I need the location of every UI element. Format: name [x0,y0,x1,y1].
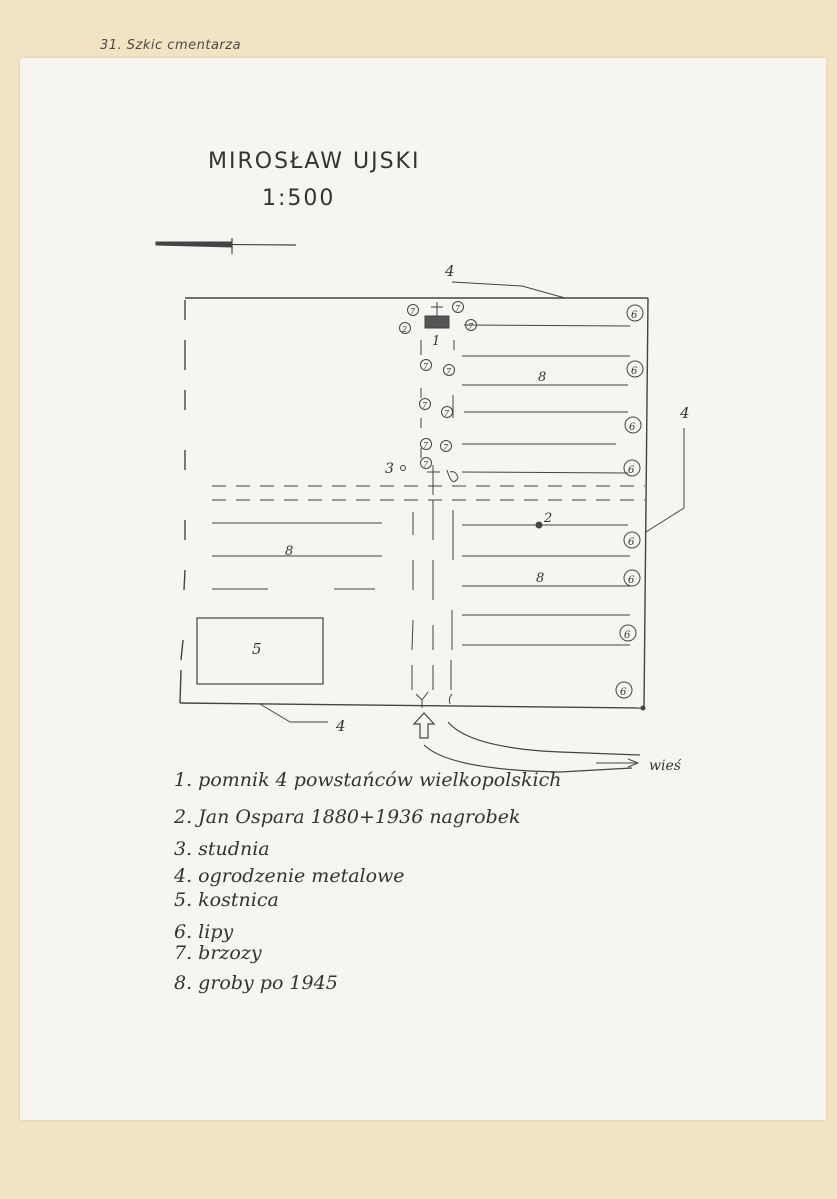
legend-item-8: 8. groby po 1945 [174,972,338,994]
drawing-sheet [20,58,826,1120]
svg-text:6: 6 [628,465,635,476]
label-graves-left: 8 [285,544,293,559]
label-village: wieś [649,758,682,774]
gate-icon [415,691,453,708]
legend-item-7: 7. brzozy [174,942,262,964]
svg-text:7: 7 [423,441,429,450]
svg-text:7: 7 [423,362,429,371]
lime-tree-markers: 6 6 6 6 6 6 6 6 [615,304,644,699]
legend-item-6: 6. lipy [174,921,233,943]
well-icon [400,465,406,471]
legend-item-5: 5. kostnica [174,889,279,911]
legend-item-4: 4. ogrodzenie metalowe [173,865,405,887]
central-path [411,340,455,690]
ossuary-rect [196,617,324,685]
road-to-village [423,721,641,773]
label-fence-bottom: 4 [335,717,346,735]
svg-text:7: 7 [468,322,474,331]
grave-rows-left [212,522,382,590]
label-ossuary: 5 [252,640,262,658]
grave-rows-right-top [461,324,631,474]
sketch-scale: 1:500 [262,186,335,211]
legend-item-1: 1. pomnik 4 powstańców wielkopolskich [174,769,562,791]
svg-text:7: 7 [410,307,416,316]
svg-text:6: 6 [631,366,638,377]
legend: 1. pomnik 4 powstańców wielkopolskich 2.… [173,769,562,994]
svg-text:6: 6 [631,310,638,321]
svg-text:7: 7 [422,401,428,410]
birch-tree-markers: 7 7 2 7 7 7 7 7 7 7 7 [399,301,477,469]
svg-text:7: 7 [446,367,452,376]
page-caption: 31. Szkic cmentarza [100,38,242,53]
north-arrow-icon [155,238,297,254]
sketch-title: MIROSŁAW UJSKI [208,149,420,174]
label-grave: 2 [543,511,552,526]
svg-text:6: 6 [620,687,627,698]
svg-text:6: 6 [624,630,631,641]
label-well: 3 [385,461,394,477]
svg-text:7: 7 [455,304,461,313]
grave-rows-right-bottom [462,524,630,646]
svg-text:6: 6 [629,422,636,433]
label-graves-right-bottom: 8 [536,571,544,586]
svg-text:7: 7 [444,409,450,418]
junction-cross-icon [427,465,459,495]
monument-icon [424,302,450,329]
svg-text:7: 7 [423,460,429,469]
svg-text:6: 6 [628,575,635,586]
grave-marker-icon [535,521,543,529]
cross-path [212,485,645,501]
legend-item-2: 2. Jan Ospara 1880+1936 nagrobek [173,806,521,828]
svg-text:7: 7 [443,443,449,452]
svg-text:2: 2 [401,325,407,334]
svg-text:6: 6 [628,537,635,548]
entrance-arrow-icon [412,712,436,739]
label-fence-right: 4 [679,404,690,422]
label-fence-top: 4 [444,262,455,280]
cemetery-fence [179,297,649,711]
label-graves-right-top: 8 [538,370,546,385]
legend-item-3: 3. studnia [174,838,270,860]
label-monument: 1 [432,334,440,349]
